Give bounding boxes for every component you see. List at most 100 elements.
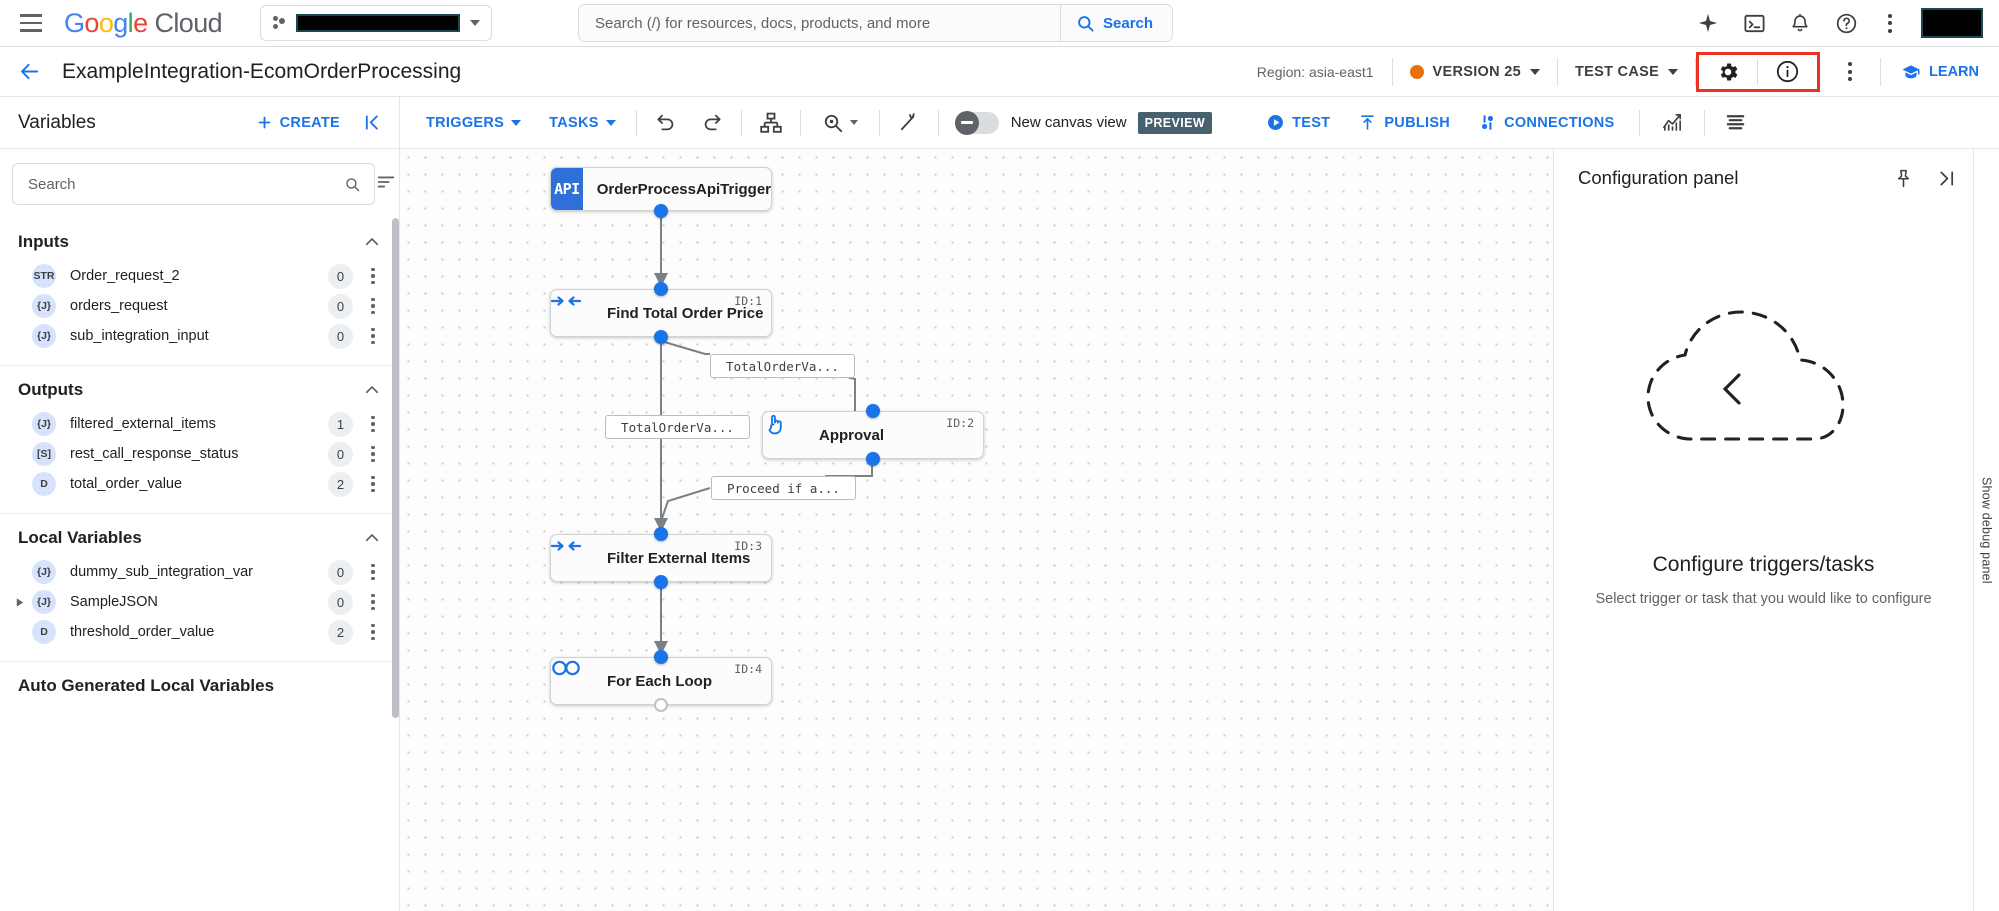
edge-label[interactable]: Proceed if a...	[711, 476, 856, 500]
edge-label[interactable]: TotalOrderVa...	[605, 415, 750, 439]
variables-section-header[interactable]: Auto Generated Local Variables	[0, 662, 399, 705]
variables-search-input[interactable]	[26, 174, 334, 194]
variables-search-icon[interactable]	[344, 176, 361, 193]
undo-button[interactable]	[643, 97, 689, 148]
variable-more-vert-icon[interactable]	[365, 324, 381, 348]
divider	[1638, 109, 1640, 136]
collapse-variables-panel-button[interactable]	[340, 112, 399, 133]
configuration-panel-header: Configuration panel	[1554, 149, 1973, 203]
chevron-up-icon[interactable]	[363, 233, 381, 251]
variables-search-box[interactable]	[12, 163, 375, 205]
test-case-selector[interactable]: TEST CASE	[1558, 47, 1695, 96]
sidebar-scrollbar[interactable]	[392, 218, 399, 718]
chevron-down-icon	[605, 119, 616, 126]
variable-more-vert-icon[interactable]	[365, 442, 381, 466]
chevron-up-icon[interactable]	[363, 529, 381, 547]
test-button[interactable]: TEST	[1252, 97, 1344, 148]
node-input-port[interactable]	[654, 650, 668, 664]
node-input-port[interactable]	[654, 282, 668, 296]
learn-button[interactable]: LEARN	[1881, 62, 1985, 82]
analytics-icon	[1663, 114, 1682, 131]
variables-section-header[interactable]: Inputs	[0, 218, 399, 261]
editor-toolbar: Variables CREATE TRIGGERS TASKS	[0, 97, 1999, 149]
project-name-redacted	[296, 14, 461, 32]
integration-more-vert-icon[interactable]	[1839, 59, 1861, 85]
zoom-menu[interactable]	[807, 97, 873, 148]
cloud-shell-icon[interactable]	[1741, 10, 1767, 36]
integration-canvas[interactable]: TotalOrderVa... TotalOrderVa... Proceed if…	[400, 149, 1553, 911]
variable-more-vert-icon[interactable]	[365, 590, 381, 614]
edge-label[interactable]: TotalOrderVa...	[710, 354, 855, 378]
node-output-port[interactable]	[866, 452, 880, 466]
notifications-bell-icon[interactable]	[1787, 10, 1813, 36]
project-picker[interactable]	[260, 5, 493, 41]
variable-more-vert-icon[interactable]	[365, 412, 381, 436]
info-button[interactable]	[1758, 55, 1817, 89]
variable-more-vert-icon[interactable]	[365, 472, 381, 496]
global-search[interactable]: Search	[578, 4, 1174, 42]
connections-button[interactable]: CONNECTIONS	[1464, 97, 1628, 148]
help-circle-icon[interactable]	[1833, 10, 1859, 36]
redo-icon	[704, 114, 721, 130]
gemini-sparkle-icon[interactable]	[1695, 10, 1721, 36]
node-input-port[interactable]	[866, 404, 880, 418]
variable-more-vert-icon[interactable]	[365, 560, 381, 584]
variables-section-header[interactable]: Outputs	[0, 366, 399, 409]
variable-more-vert-icon[interactable]	[365, 264, 381, 288]
create-variable-button[interactable]: CREATE	[256, 114, 340, 131]
magic-cleanup-button[interactable]	[886, 97, 932, 148]
variable-more-vert-icon[interactable]	[365, 294, 381, 318]
search-button[interactable]: Search	[1060, 5, 1172, 41]
variable-type-badge: {J}	[32, 590, 56, 614]
variable-name: orders_request	[70, 298, 168, 314]
analytics-button[interactable]	[1650, 97, 1696, 148]
search-input[interactable]	[579, 5, 1060, 41]
plus-icon	[258, 116, 271, 129]
expand-variable-icon[interactable]	[10, 597, 28, 608]
show-debug-panel-rail[interactable]: Show debug panel	[1973, 149, 1999, 911]
publish-button[interactable]: PUBLISH	[1344, 97, 1464, 148]
expand-panel-button[interactable]	[1936, 168, 1957, 189]
node-output-port[interactable]	[654, 204, 668, 218]
chevron-up-icon[interactable]	[363, 381, 381, 399]
tasks-menu[interactable]: TASKS	[535, 97, 630, 148]
variables-section-header[interactable]: Local Variables	[0, 514, 399, 557]
variable-more-vert-icon[interactable]	[365, 620, 381, 644]
divider	[937, 109, 939, 136]
node-output-port[interactable]	[654, 330, 668, 344]
back-button[interactable]	[10, 53, 48, 91]
logs-button[interactable]	[1713, 97, 1759, 148]
settings-button[interactable]	[1699, 55, 1757, 89]
auto-layout-button[interactable]	[748, 97, 794, 148]
variables-sort-button[interactable]	[375, 171, 399, 198]
project-dots-icon	[273, 15, 286, 32]
node-output-port[interactable]	[654, 698, 668, 712]
new-canvas-view-toggle[interactable]	[954, 110, 999, 135]
version-selector[interactable]: VERSION 25	[1393, 47, 1557, 96]
triggers-menu[interactable]: TRIGGERS	[412, 97, 535, 148]
redo-button[interactable]	[689, 97, 735, 148]
avatar[interactable]	[1921, 8, 1983, 38]
hamburger-menu-icon[interactable]	[14, 6, 48, 40]
variable-name: SampleJSON	[70, 594, 158, 610]
node-input-port[interactable]	[654, 527, 668, 541]
version-status-dot-icon	[1409, 64, 1424, 79]
node-output-port[interactable]	[654, 575, 668, 589]
pin-panel-button[interactable]	[1893, 168, 1914, 189]
header-more-vert-icon[interactable]	[1879, 10, 1901, 36]
